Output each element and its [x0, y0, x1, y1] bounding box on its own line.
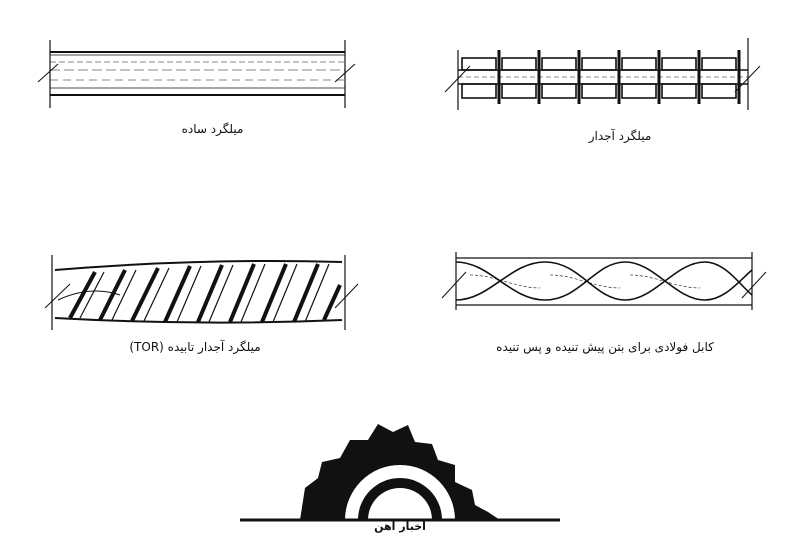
ribbed-rebar-label: میلگرد آجدار	[588, 129, 652, 143]
tor-rebar-label: میلگرد آجدار تابیده (TOR)	[129, 340, 261, 354]
plain-rebar-figure	[37, 40, 356, 108]
plain-rebar-label: میلگرد ساده	[181, 122, 244, 136]
tor-rebar-figure	[44, 255, 359, 330]
ribbed-rebar-figure	[444, 38, 761, 110]
logo-text: اخبار آهن	[374, 520, 426, 533]
steel-cable-label: کابل فولادی برای بتن پیش تنیده و پس تنید…	[496, 340, 714, 354]
gear-logo-icon	[240, 424, 560, 522]
steel-cable-figure	[441, 252, 767, 310]
